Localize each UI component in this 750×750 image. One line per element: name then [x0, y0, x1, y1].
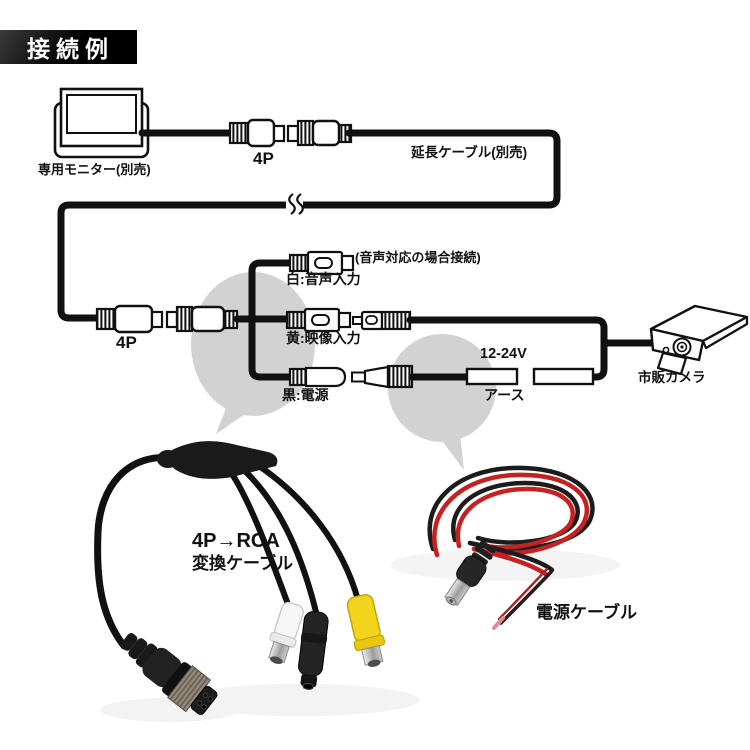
dc-plug	[444, 540, 496, 606]
callout-balloon-power	[388, 334, 496, 470]
audio-input-label: 白:音声入力	[286, 271, 361, 287]
adapter-cable-label-line1: 4P→RCA	[192, 530, 280, 552]
voltage-label: 12-24V	[480, 346, 527, 362]
monitor-label: 専用モニター(別売)	[38, 162, 151, 177]
power-cable-label: 電源ケーブル	[536, 603, 637, 622]
white-rca-connector	[268, 601, 304, 665]
connector-4p-pair-top	[228, 118, 353, 148]
4p-mid-label: 4P	[116, 333, 137, 352]
aviation-4p-connector	[120, 633, 218, 715]
cable-break-mark	[286, 193, 304, 215]
cable-junction	[157, 441, 278, 479]
power-cable-photo	[390, 465, 620, 630]
cable-audio-branch	[248, 259, 296, 323]
adapter-cable-label-line2: 変換ケーブル	[192, 554, 293, 573]
camera-drawing	[649, 304, 749, 376]
black-dc-connector	[298, 611, 329, 691]
dc-power-connectors	[288, 364, 414, 389]
monitor-drawing	[53, 87, 150, 159]
yellow-rca-connector	[346, 593, 386, 667]
adapter-cable-photo	[94, 441, 420, 722]
camera-label: 市販カメラ	[638, 370, 706, 385]
rca-video-connectors	[285, 307, 412, 333]
rca-audio-connector	[288, 250, 355, 276]
ground-label: アース	[484, 387, 525, 403]
4p-top-label: 4P	[253, 149, 274, 168]
power-input-label: 黒:電源	[282, 387, 329, 403]
extension-cable-label: 延長ケーブル(別売)	[411, 145, 528, 160]
section-title: 接続例	[27, 36, 114, 62]
power-wire-bar	[465, 367, 595, 386]
cable-camera-route	[406, 316, 608, 381]
video-input-label: 黄:映像入力	[286, 330, 361, 346]
section-banner: 接続例	[0, 30, 137, 64]
cable-extension-route	[57, 129, 561, 322]
audio-note-label: (音声対応の場合接続)	[355, 250, 481, 265]
cable-power-branch	[248, 315, 296, 381]
connector-4p-pair-mid	[95, 304, 239, 334]
